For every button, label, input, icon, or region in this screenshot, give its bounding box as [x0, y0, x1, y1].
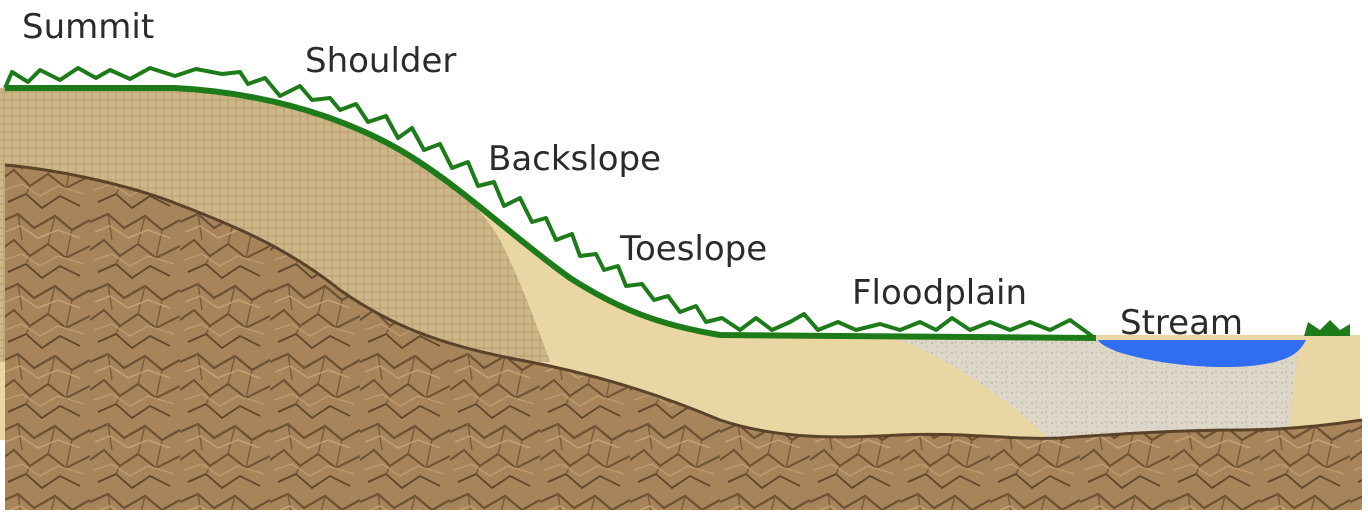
stream-water — [1098, 340, 1306, 368]
label-toeslope: Toeslope — [620, 229, 768, 269]
bedrock-layer — [5, 165, 1362, 510]
bedrock-surface-line — [4, 163, 1363, 440]
grass-base-line — [5, 85, 1097, 341]
label-backslope: Backslope — [488, 139, 662, 179]
label-stream: Stream — [1120, 303, 1244, 343]
label-shoulder: Shoulder — [305, 41, 457, 81]
label-summit: Summit — [22, 7, 155, 47]
grass-surface — [3, 66, 1094, 338]
label-floodplain: Floodplain — [852, 273, 1028, 313]
right-bank — [1290, 338, 1350, 425]
grass-right-bank — [1304, 320, 1350, 336]
